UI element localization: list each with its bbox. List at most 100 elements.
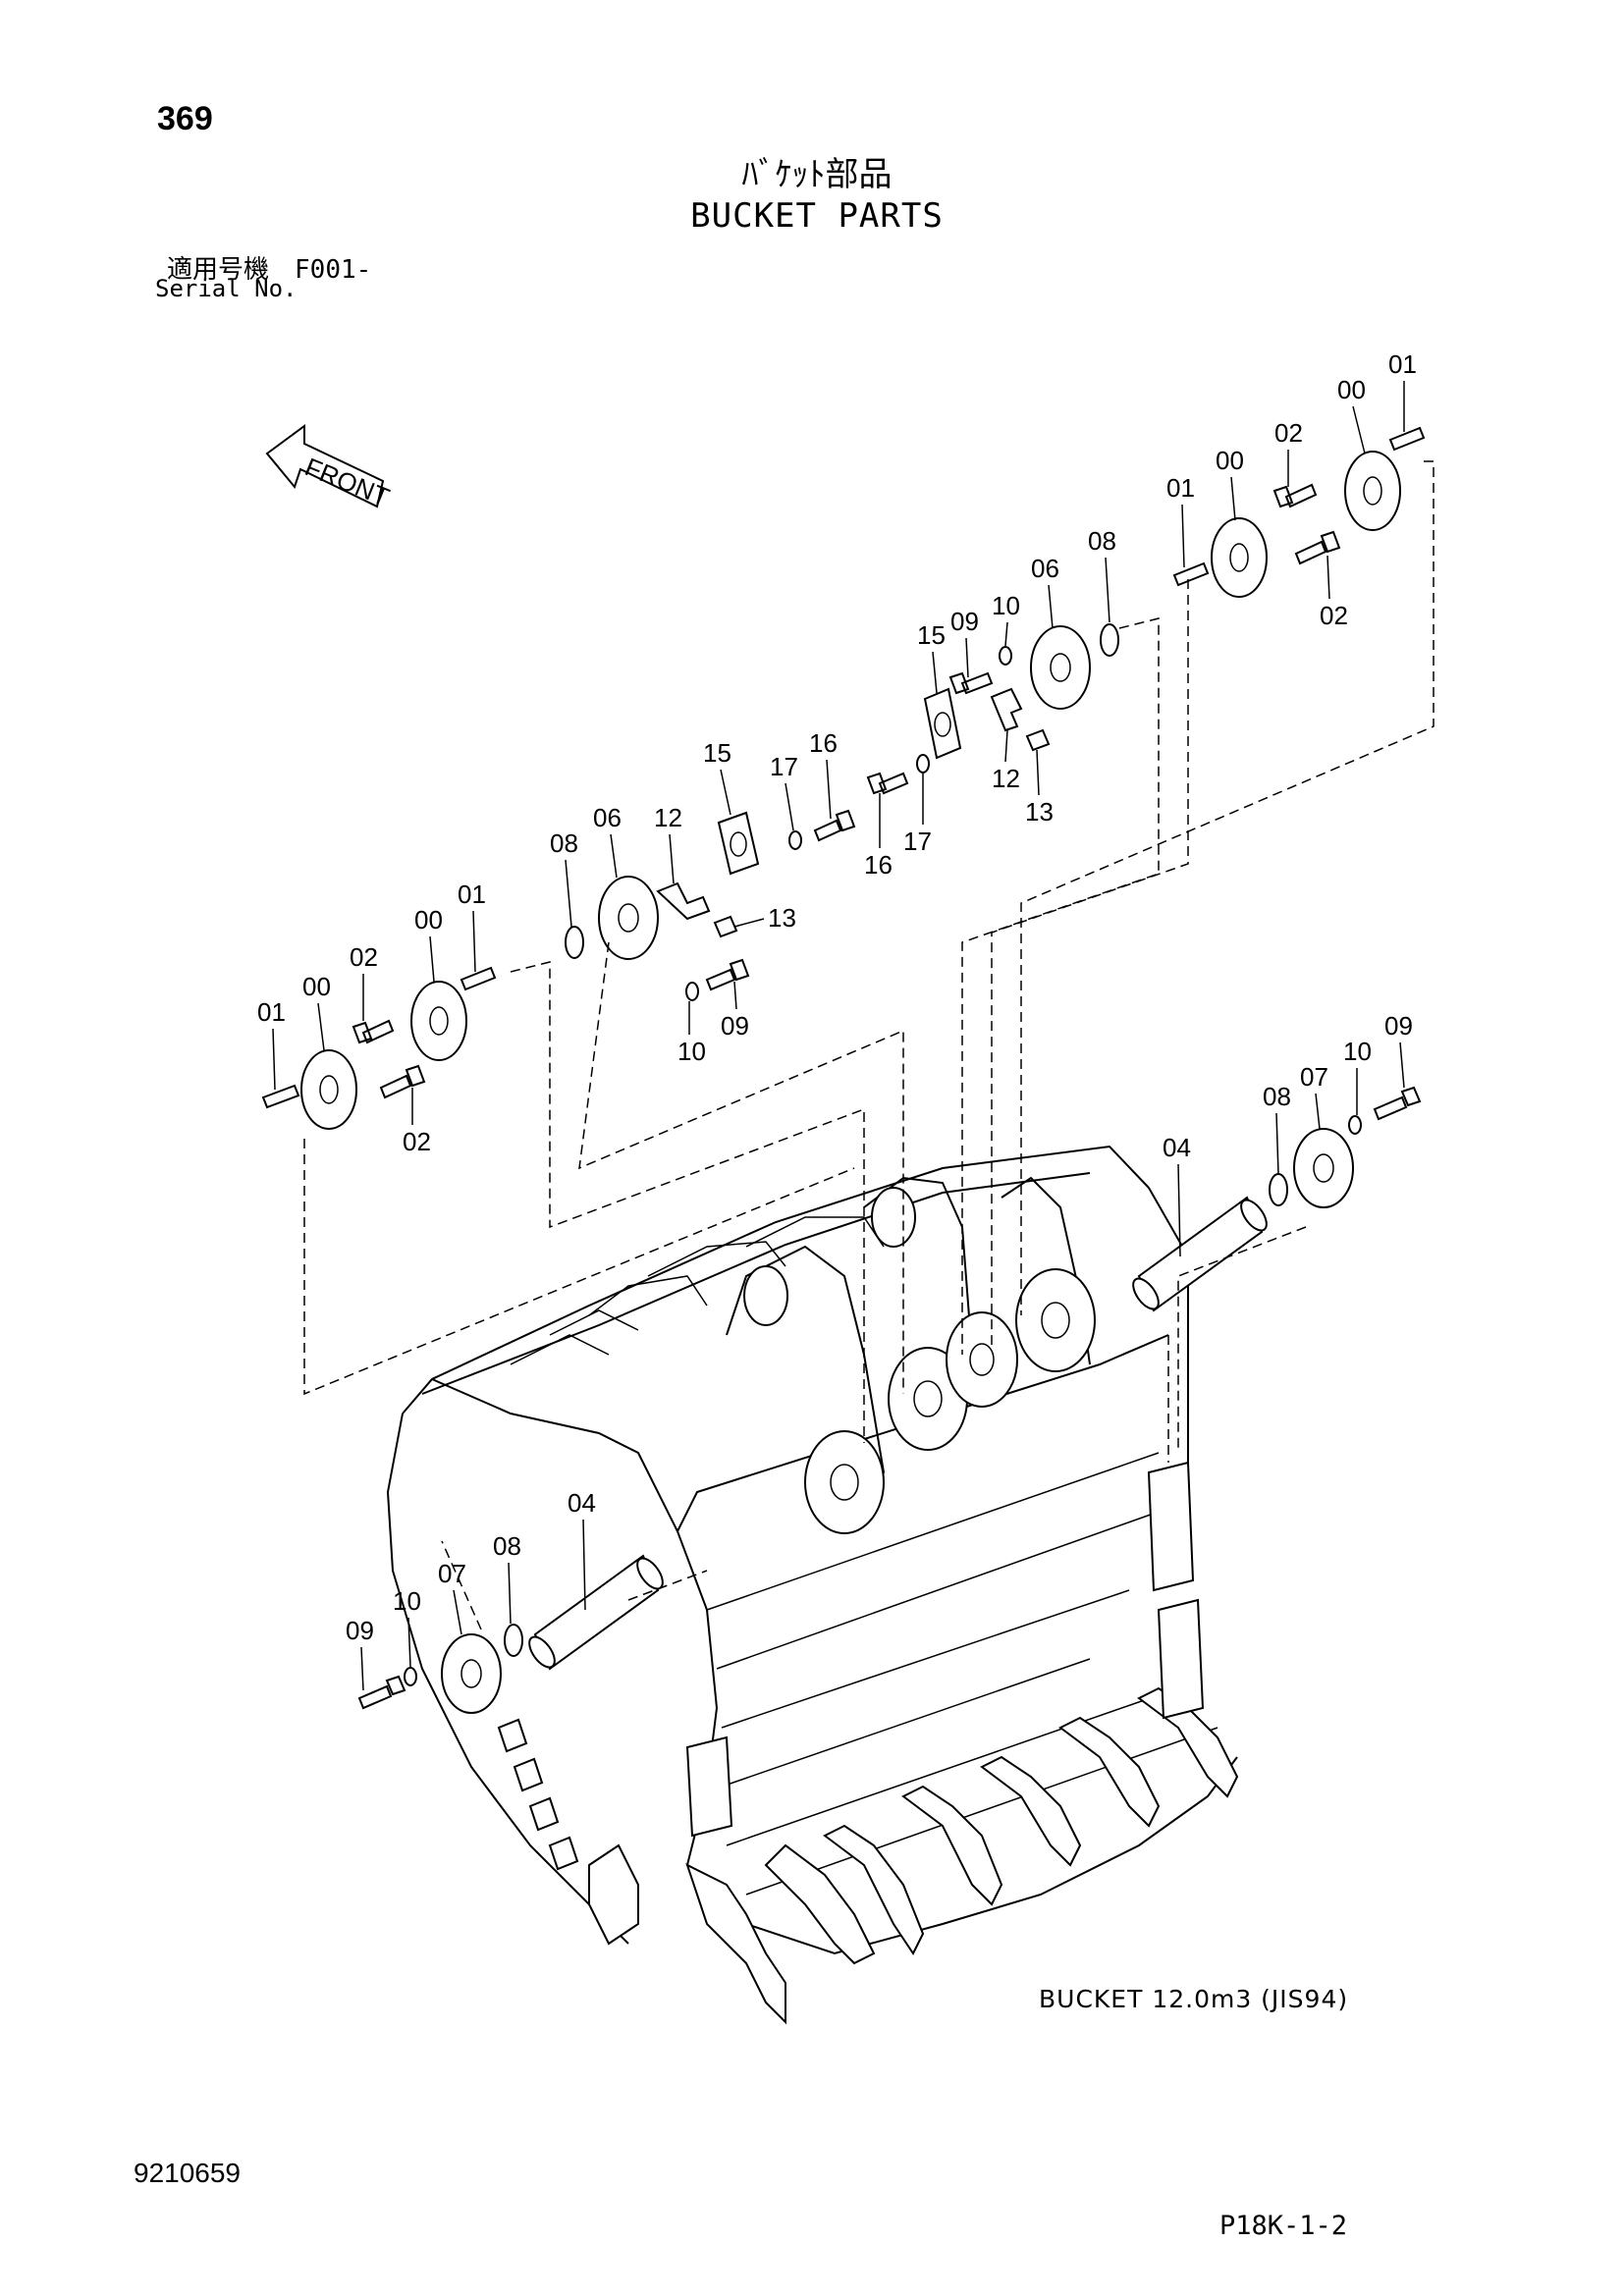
washer-10-center-left: [685, 982, 699, 1001]
page-number: 369: [157, 100, 213, 137]
callout-08: 08: [493, 1531, 521, 1561]
callout-00: 00: [302, 972, 331, 1001]
fitting-13-left: [713, 915, 738, 938]
serial-value: F001-: [295, 255, 372, 285]
bolt-16-left: [813, 809, 856, 842]
page-title: BUCKET PARTS: [690, 196, 944, 236]
callout-10: 10: [1343, 1037, 1372, 1066]
o-ring-08-left: [504, 1624, 523, 1657]
bolt-02-right-lower: [1294, 530, 1341, 565]
callout-15: 15: [703, 738, 731, 768]
callout-04: 04: [568, 1488, 596, 1518]
callout-13: 13: [1025, 797, 1054, 827]
bucket-boss-left: [726, 1245, 886, 1534]
washer-17-right: [916, 754, 930, 774]
bolt-02-left-lower: [379, 1064, 426, 1099]
callout-16: 16: [809, 728, 838, 758]
callout-10: 10: [677, 1037, 706, 1066]
callout-06: 06: [1031, 554, 1059, 583]
plate-00-right-outer: [1344, 451, 1401, 531]
callout-12: 12: [992, 764, 1020, 793]
collar-07-right: [1293, 1128, 1354, 1208]
document-number: 9210659: [134, 2158, 242, 2188]
callout-09: 09: [1384, 1011, 1413, 1041]
pin-01-right-outer: [1388, 426, 1426, 452]
callout-00: 00: [1337, 375, 1366, 404]
bolt-09-center-right: [948, 671, 994, 695]
callout-07: 07: [1300, 1062, 1328, 1092]
callout-08: 08: [1088, 526, 1116, 556]
pin-04-left: [528, 1554, 664, 1671]
washer-10-center-right: [999, 646, 1012, 666]
callout-17: 17: [903, 827, 932, 856]
serial-applicability: 適用号機 F001-: [167, 249, 371, 286]
callout-10: 10: [393, 1586, 421, 1616]
callout-01: 01: [1166, 473, 1195, 503]
bucket-boss-right: [1001, 1176, 1096, 1372]
callout-09: 09: [346, 1616, 374, 1645]
callout-02: 02: [1274, 418, 1303, 448]
washer-10-right: [1348, 1115, 1362, 1135]
assembly-leader-lines: [303, 460, 1435, 1630]
callout-07: 07: [438, 1559, 466, 1588]
callout-17: 17: [770, 752, 798, 781]
callout-10: 10: [992, 591, 1020, 620]
pin-01-left: [261, 1084, 300, 1109]
plate-15-left: [717, 811, 760, 876]
pin-04-right: [1132, 1196, 1268, 1312]
plate-00-right-inner: [1211, 517, 1268, 598]
callout-12: 12: [654, 803, 682, 832]
callout-02: 02: [1320, 601, 1348, 630]
plate-15-right: [923, 687, 962, 760]
callout-15: 15: [917, 620, 946, 650]
pin-01-left-inner: [460, 966, 497, 991]
washer-17-left: [788, 830, 802, 850]
elbow-12-right: [990, 687, 1023, 732]
o-ring-08-center-left: [565, 926, 584, 959]
page-reference: P18K-1-2: [1219, 2211, 1348, 2241]
callout-06: 06: [593, 803, 622, 832]
bucket-spec-label: BUCKET 12.0m3 (JIS94): [1039, 1985, 1349, 2013]
washer-10-left: [404, 1667, 417, 1686]
bucket-teeth: [497, 1461, 1239, 2025]
bolt-02-right-upper: [1272, 483, 1318, 508]
callout-01: 01: [257, 997, 286, 1027]
serial-label-en: Serial No.: [155, 275, 298, 302]
bolt-09-center-left: [705, 958, 750, 991]
callout-01: 01: [458, 880, 486, 909]
title-japanese: ﾊﾞｹｯﾄ部品: [741, 155, 893, 194]
callout-02: 02: [403, 1127, 431, 1156]
fitting-13-right: [1025, 728, 1051, 752]
plate-00-left-inner: [410, 981, 467, 1061]
o-ring-08-center-right: [1100, 623, 1119, 657]
callout-00: 00: [414, 905, 443, 934]
serial-label-jp: 適用号機: [167, 255, 270, 285]
bolt-09-left: [357, 1675, 406, 1710]
callout-04: 04: [1163, 1133, 1191, 1162]
callout-08: 08: [550, 828, 578, 858]
elbow-12-left: [656, 881, 711, 921]
collar-07-left: [441, 1633, 502, 1714]
collar-06-left: [598, 876, 659, 960]
callout-08: 08: [1263, 1082, 1291, 1111]
callout-16: 16: [864, 850, 893, 880]
callout-02: 02: [350, 942, 378, 972]
bolt-02-left-upper: [352, 1019, 395, 1044]
callout-labels: 01 00 02 00 01 02 08 06 10 09 15 12 13: [257, 349, 1417, 1691]
callout-13: 13: [768, 903, 796, 933]
front-label: FRONT: [301, 452, 394, 511]
bolt-09-right: [1373, 1086, 1422, 1121]
callout-00: 00: [1216, 446, 1244, 475]
collar-06-right: [1030, 625, 1091, 710]
plate-00-left-outer: [300, 1049, 357, 1130]
callout-09: 09: [721, 1011, 749, 1041]
bucket-boss-center: [863, 1176, 1018, 1451]
callout-01: 01: [1388, 349, 1417, 379]
front-arrow-icon: FRONT: [265, 424, 394, 512]
bolt-16-right: [866, 772, 909, 795]
pin-01-right-inner: [1172, 561, 1210, 587]
o-ring-08-right: [1269, 1173, 1288, 1206]
callout-09: 09: [950, 607, 979, 636]
